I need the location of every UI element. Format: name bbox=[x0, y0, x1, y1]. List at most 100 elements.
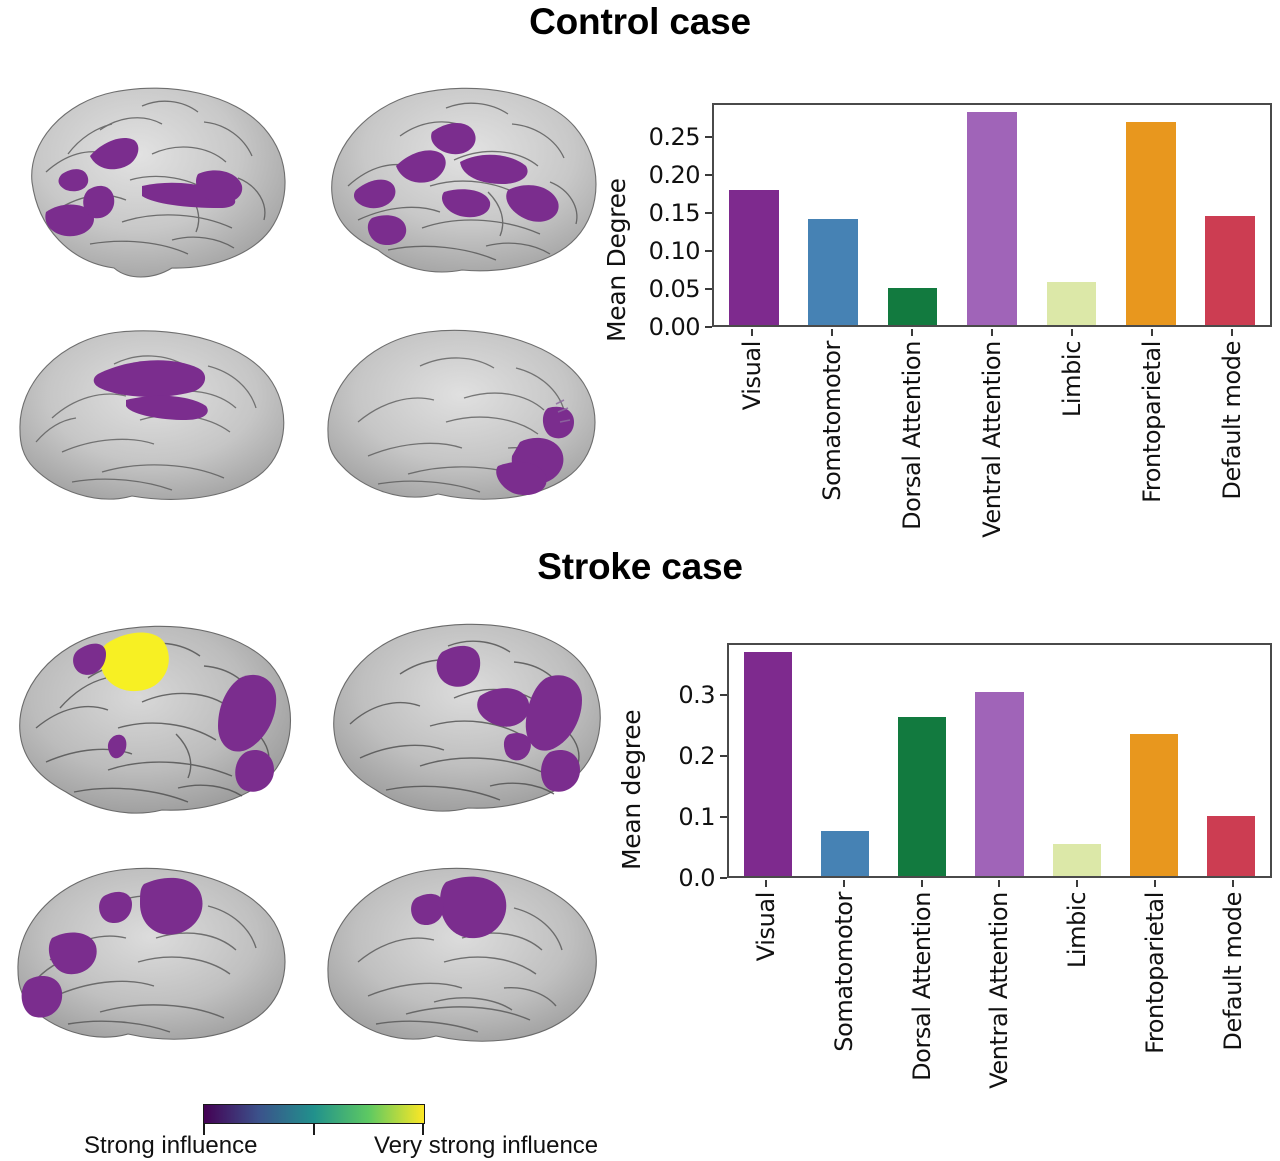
control-ytick-label: 0.20 bbox=[648, 161, 701, 190]
brain-surface-grid-control bbox=[2, 62, 622, 542]
stroke-xtick-label: Limbic bbox=[1063, 892, 1092, 969]
stroke-xtick-mark bbox=[842, 880, 845, 887]
bar-somatomotor bbox=[808, 219, 858, 325]
stroke-ytick-mark bbox=[720, 877, 727, 879]
control-ytick-mark bbox=[705, 288, 712, 291]
xtick-slot: Ventral Attention bbox=[961, 880, 1039, 1089]
highlight-regions bbox=[436, 645, 582, 792]
stroke-xtick-label: Default mode bbox=[1218, 892, 1247, 1051]
bar-slot bbox=[873, 105, 952, 325]
control-xtick-mark bbox=[1071, 329, 1073, 336]
cortex-surface bbox=[17, 867, 286, 1040]
panel-title-control: Control case bbox=[529, 1, 751, 42]
colorbar-tick-center bbox=[313, 1124, 316, 1135]
xtick-slot: Somatomotor bbox=[792, 329, 872, 509]
stroke-xtick-mark bbox=[1231, 880, 1234, 887]
control-ytick-mark bbox=[705, 212, 712, 215]
control-xtick-label: Visual bbox=[738, 341, 766, 411]
bar-visual bbox=[743, 652, 792, 876]
bar-slot bbox=[952, 105, 1031, 325]
xtick-slot: Ventral Attention bbox=[952, 329, 1032, 538]
bar-slot bbox=[714, 105, 793, 325]
bar-slot bbox=[1038, 645, 1115, 876]
stroke-xtick-label: Ventral Attention bbox=[985, 892, 1014, 1089]
bar-dorsal-attention bbox=[898, 716, 947, 876]
cortex-surface bbox=[31, 87, 286, 278]
legend-label-very-strong-influence: Very strong influence bbox=[374, 1132, 599, 1159]
cortex-surface bbox=[331, 87, 597, 273]
cortex-surface bbox=[327, 867, 597, 1042]
xtick-slot: Visual bbox=[712, 329, 792, 509]
bar-limbic bbox=[1046, 282, 1097, 325]
xtick-slot: Default mode bbox=[1194, 880, 1272, 1060]
stroke-xtick-mark bbox=[1154, 880, 1157, 887]
brain-view-control-left-lateral bbox=[2, 62, 312, 312]
control-xtick-mark bbox=[911, 329, 913, 336]
stroke-xtick-mark bbox=[920, 880, 923, 887]
bar-default-mode bbox=[1207, 816, 1256, 876]
highlight-regions bbox=[21, 877, 203, 1018]
brain-view-stroke-left-medial bbox=[2, 852, 312, 1082]
brain-view-control-left-medial bbox=[2, 312, 312, 542]
stroke-xtick-mark bbox=[764, 880, 767, 887]
stroke-xtick-mark bbox=[998, 880, 1001, 887]
stroke-chart-ylabel: Mean degree bbox=[617, 709, 646, 870]
control-xtick-mark bbox=[831, 329, 833, 336]
control-xtick-mark bbox=[1151, 329, 1153, 336]
bar-ventral-attention bbox=[975, 692, 1024, 876]
bar-slot bbox=[1111, 105, 1190, 325]
stroke-ytick-label: 0.1 bbox=[678, 802, 715, 831]
bar-ventral-attention bbox=[967, 112, 1017, 325]
control-xtick-mark bbox=[991, 329, 993, 336]
control-xtick-mark bbox=[1231, 329, 1233, 336]
stroke-ytick-mark bbox=[720, 754, 727, 757]
bar-slot bbox=[1193, 645, 1270, 876]
control-xtick-mark bbox=[751, 329, 753, 336]
xtick-slot: Dorsal Attention bbox=[872, 329, 952, 530]
xtick-slot: Limbic bbox=[1038, 880, 1116, 1060]
bar-slot bbox=[729, 645, 806, 876]
cortex-surface bbox=[19, 330, 285, 500]
control-xtick-label: Limbic bbox=[1058, 341, 1086, 418]
colorbar-container bbox=[203, 1104, 425, 1135]
brain-view-control-right-lateral bbox=[312, 62, 622, 312]
colorbar-legend: Strong influence Very strong influence bbox=[0, 1096, 660, 1160]
highlight-regions bbox=[45, 137, 243, 237]
bar-slot bbox=[793, 105, 872, 325]
control-ytick-mark bbox=[705, 174, 712, 177]
bar-frontoparietal bbox=[1126, 122, 1176, 325]
stroke-ytick-mark bbox=[720, 693, 727, 696]
control-ytick-label: 0.05 bbox=[648, 275, 701, 304]
bar-slot bbox=[806, 645, 883, 876]
control-chart-ylabel: Mean Degree bbox=[602, 178, 631, 342]
stroke-ytick-mark bbox=[720, 815, 727, 818]
xtick-slot: Somatomotor bbox=[805, 880, 883, 1060]
bar-frontoparietal bbox=[1129, 733, 1179, 876]
cortex-surface bbox=[333, 623, 601, 812]
panel-title-stroke: Stroke case bbox=[537, 546, 743, 587]
stroke-xtick-label: Dorsal Attention bbox=[907, 892, 936, 1081]
stroke-chart-plot-area bbox=[727, 643, 1272, 878]
control-xtick-label: Somatomotor bbox=[818, 341, 846, 501]
control-ytick-mark bbox=[705, 136, 712, 139]
xtick-slot: Frontoparietal bbox=[1112, 329, 1192, 509]
legend-label-strong-influence: Strong influence bbox=[84, 1132, 258, 1159]
xtick-slot: Frontoparietal bbox=[1116, 880, 1194, 1060]
control-ytick-label: 0.00 bbox=[648, 313, 701, 341]
control-ytick-label: 0.10 bbox=[648, 237, 701, 266]
highlight-regions bbox=[93, 360, 208, 420]
stroke-xtick-label: Frontoparietal bbox=[1141, 892, 1170, 1054]
brain-surface-grid-stroke bbox=[2, 602, 622, 1082]
stroke-ytick-label: 0.2 bbox=[678, 741, 715, 770]
stroke-xtick-label: Somatomotor bbox=[829, 892, 858, 1052]
brain-view-stroke-right-lateral bbox=[312, 602, 622, 852]
bar-somatomotor bbox=[820, 831, 870, 876]
cortex-surface bbox=[327, 329, 596, 500]
stroke-ytick-label: 0.3 bbox=[678, 680, 715, 709]
bar-limbic bbox=[1052, 843, 1101, 876]
